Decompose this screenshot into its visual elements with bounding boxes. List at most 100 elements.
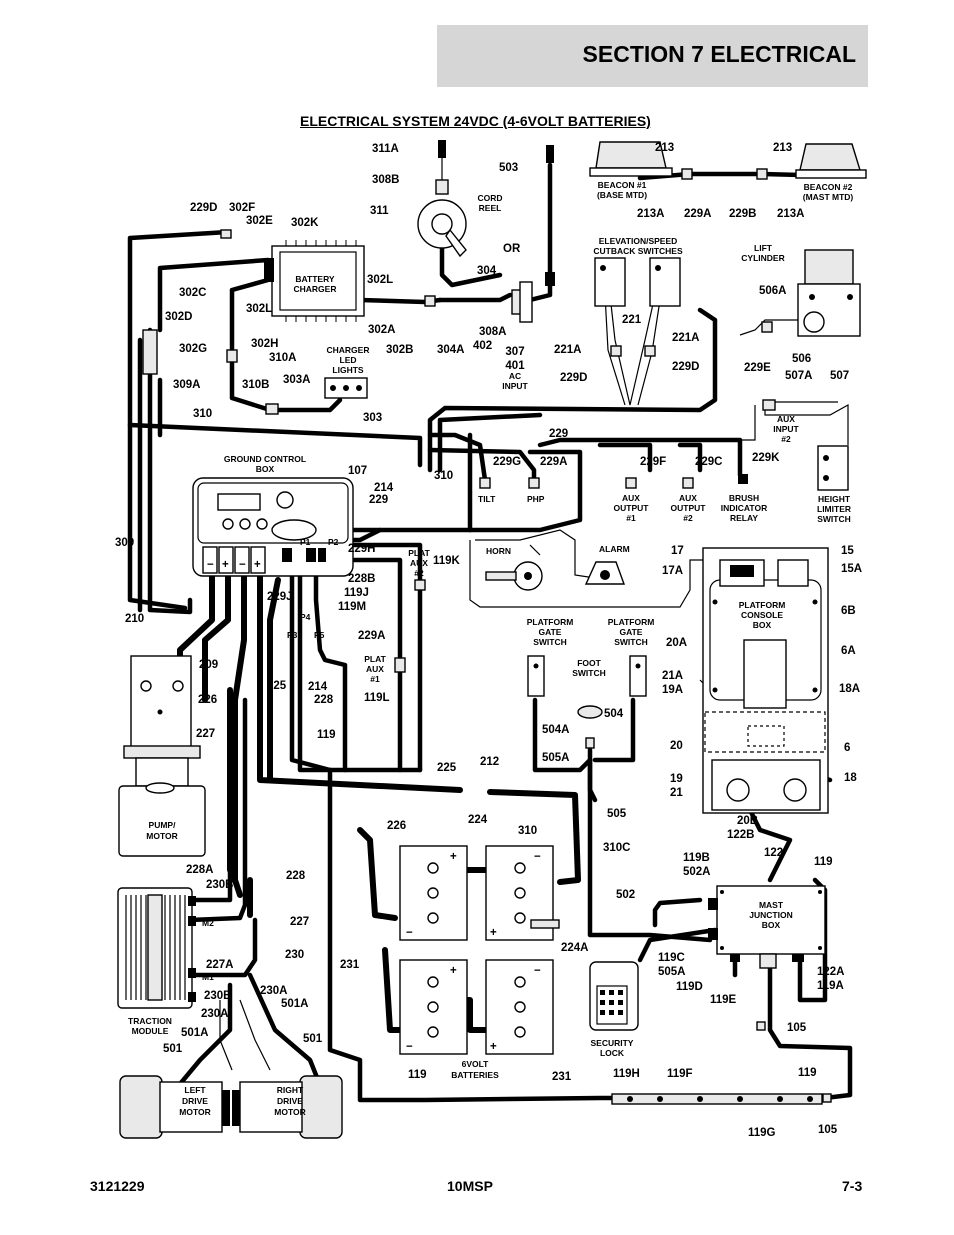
callout-label: 15A <box>841 563 862 575</box>
svg-text:P1: P1 <box>300 537 311 547</box>
callout-label: 19A <box>662 684 683 696</box>
callout-label: 229J <box>267 591 293 603</box>
callout-label: 6A <box>841 645 856 657</box>
callout-label: 503 <box>499 162 518 174</box>
callout-label: 310A <box>269 352 297 364</box>
callout-label: 214 <box>308 681 328 693</box>
callout-label: 228 <box>314 694 334 706</box>
or-label: OR <box>503 243 521 255</box>
beacon-2-label: BEACON #2(MAST MTD) <box>803 182 854 202</box>
callout-label: 309 <box>115 537 134 549</box>
callout-label: 229C <box>695 456 723 468</box>
beacon-1 <box>589 141 673 177</box>
callout-label: 18 <box>844 772 857 784</box>
svg-text:P2: P2 <box>328 537 339 547</box>
mast-junction-box <box>708 885 826 969</box>
gate-switches <box>527 655 647 719</box>
callout-label: 107 <box>348 465 367 477</box>
callout-label: 119J <box>344 587 369 599</box>
callout-label: 505 <box>607 808 627 820</box>
callout-label: 21A <box>662 670 683 682</box>
section-header: SECTION 7 ELECTRICAL <box>437 25 868 87</box>
svg-text:−: − <box>406 927 413 939</box>
svg-text:P3: P3 <box>287 630 298 640</box>
callout-label: 19 <box>670 773 683 785</box>
horn <box>485 561 543 591</box>
callout-label: 311 <box>370 205 389 217</box>
callout-label: 228B <box>348 573 376 585</box>
callout-label: 303 <box>363 412 382 424</box>
callout-label: 502 <box>616 889 635 901</box>
lift-cylinder <box>797 249 861 337</box>
callout-label: 119A <box>817 980 844 992</box>
callout-label: 122A <box>817 966 845 978</box>
callout-label: 221A <box>554 344 582 356</box>
callout-label: 506A <box>759 285 787 297</box>
callout-label: 507A <box>785 370 813 382</box>
callout-label: 228A <box>186 864 214 876</box>
callout-label: 229A <box>684 208 712 220</box>
callout-label: 229F <box>640 456 666 468</box>
callout-label: 507 <box>830 370 849 382</box>
traction-module: M2 M1 <box>117 887 214 1009</box>
callout-label: 505A <box>658 966 686 978</box>
alarm <box>584 561 625 585</box>
callout-label: 304 <box>477 265 497 277</box>
callout-label: 213 <box>655 142 674 154</box>
svg-text:PUMP/MOTOR: PUMP/MOTOR <box>146 820 177 841</box>
svg-text:PHP: PHP <box>527 494 545 504</box>
callout-label: 119 <box>408 1069 427 1081</box>
callout-label: 302K <box>291 217 319 229</box>
callout-label: 224 <box>468 814 488 826</box>
callout-label: 302L <box>367 274 393 286</box>
ac-input-plug <box>511 145 555 323</box>
callout-label: 310 <box>434 470 453 482</box>
callout-label: 214 <box>374 482 394 494</box>
platform-console <box>702 547 829 814</box>
callout-label: 230A <box>260 985 288 997</box>
callout-label: 226 <box>198 694 217 706</box>
callout-label: 506 <box>792 353 811 365</box>
callout-label: 17 <box>671 545 684 557</box>
callout-label: 119E <box>710 994 737 1006</box>
callout-label: 225 <box>267 680 287 692</box>
callout-label: 303A <box>283 374 311 386</box>
callout-label: 308A <box>479 326 507 338</box>
svg-text:+: + <box>450 851 457 863</box>
callout-label: 119L <box>364 692 390 704</box>
callout-label: 105 <box>818 1124 838 1136</box>
callout-label: 122 <box>764 847 783 859</box>
callout-label: 229D <box>190 202 218 214</box>
callout-label: 230B <box>204 990 232 1002</box>
svg-text:+: + <box>450 965 457 977</box>
section-title: SECTION 7 ELECTRICAL <box>582 41 856 67</box>
callout-label: 402 <box>473 340 492 352</box>
callout-label: 21 <box>670 787 683 799</box>
callout-label: 227A <box>206 959 234 971</box>
drive-motors <box>119 1075 343 1139</box>
beacon-2 <box>795 143 867 179</box>
callout-label: 229 <box>369 494 388 506</box>
callout-label: 504 <box>604 708 624 720</box>
callout-label: 310 <box>193 408 212 420</box>
callout-label: 229G <box>493 456 521 468</box>
callout-label: 504A <box>542 724 570 736</box>
ground-control-box <box>192 477 354 577</box>
callout-label: 213A <box>777 208 805 220</box>
callout-label: 302E <box>246 215 273 227</box>
callout-label: 229E <box>744 362 771 374</box>
callout-label: 302L <box>246 303 272 315</box>
callout-label: 20 <box>670 740 683 752</box>
